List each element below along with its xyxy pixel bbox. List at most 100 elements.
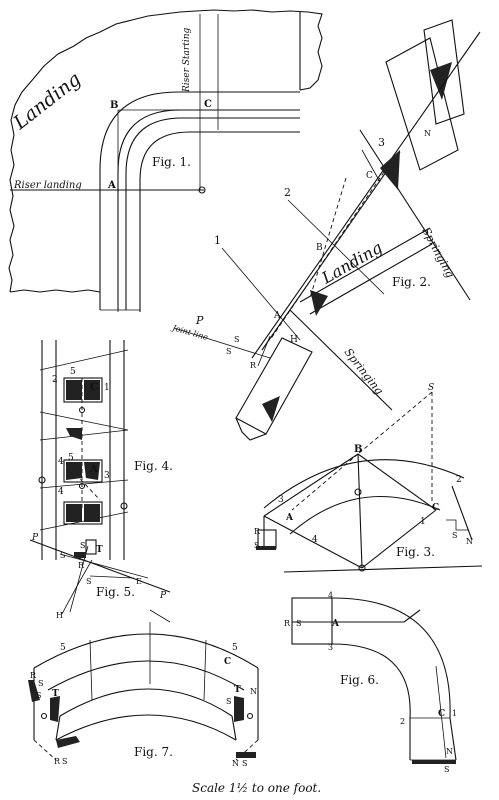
fig3-line-b-down xyxy=(357,453,363,569)
fig6-point-a: A xyxy=(331,619,340,629)
fig7-left-inner xyxy=(55,715,61,741)
fig7-hatch-bl xyxy=(56,736,80,748)
fig7-hatch-mr xyxy=(234,696,244,722)
fig6-plan: R S A 4 3 2 C 1 N S Fig. 6. xyxy=(284,591,457,774)
fig6-left-block xyxy=(291,597,333,645)
fig2-springing-bottom-line xyxy=(289,309,393,411)
fig2-normal-2 xyxy=(287,199,385,295)
fig4-num-4: 4 xyxy=(58,457,64,467)
fig5-point-s3: S xyxy=(86,577,91,586)
fig2-point-s1: S xyxy=(234,335,239,344)
fig3-point-n: N xyxy=(466,537,473,546)
fig3-step-right xyxy=(446,519,468,531)
fig4-hatch-b2 xyxy=(84,504,100,522)
fig3-line-b-left xyxy=(263,453,359,517)
fig3-line-b-right xyxy=(357,453,437,511)
fig3-point-s-right: S xyxy=(452,531,457,540)
fig7-mid-arc xyxy=(47,660,245,691)
fig6-outer-curve xyxy=(331,597,451,719)
fig2-springing-bottom-label: Springing xyxy=(342,346,386,397)
fig3-num-4: 4 xyxy=(312,535,318,545)
fig3-caption: Fig. 3. xyxy=(396,545,435,559)
fig4-hatch-a2 xyxy=(84,462,100,480)
fig4-diag2 xyxy=(39,411,129,431)
fig3-base xyxy=(283,565,483,573)
fig2-springing-top-line xyxy=(359,129,471,301)
fig6-line-sa2 xyxy=(403,609,421,623)
fig4-hatch-c1 xyxy=(66,380,82,400)
fig3-point-a: A xyxy=(285,513,294,523)
fig2-point-c: C xyxy=(366,171,373,181)
fig5-line-pp xyxy=(29,539,171,593)
fig2-springing-top-label: Springing xyxy=(419,225,456,280)
fig6-caption: Fig. 6. xyxy=(340,673,379,687)
fig2-point-b: B xyxy=(316,243,323,253)
fig3-circle-bottom xyxy=(358,564,366,572)
fig2-landing-line2 xyxy=(309,243,433,315)
fig7-num-5-right: 5 xyxy=(232,643,238,653)
fig1-landing-outline xyxy=(8,9,323,293)
fig6-shank-right xyxy=(449,717,457,761)
fig1-point-c: C xyxy=(204,99,212,110)
fig6-num-3: 3 xyxy=(328,643,333,652)
fig5-block xyxy=(85,539,97,555)
fig2-hatch-top xyxy=(430,62,452,100)
fig6-hatch-bottom xyxy=(412,760,456,764)
fig4-num-5b: 5 xyxy=(68,453,74,463)
fig2-hatch-c xyxy=(380,150,400,190)
fig3-hatch-left xyxy=(256,546,276,550)
fig1-caption: Fig. 1. xyxy=(152,155,191,169)
fig7-hatch-ml xyxy=(50,696,60,722)
fig7-point-t-right: T xyxy=(234,685,241,695)
fig4-section: 2 5 C 1 4 5 A 3 4 Fig. 4. xyxy=(38,340,173,560)
fig2-num-3: 3 xyxy=(378,136,385,149)
fig4-num-1: 1 xyxy=(104,383,110,393)
fig5-curve xyxy=(61,559,93,615)
fig5-line-e xyxy=(89,575,135,579)
fig2-point-a: A xyxy=(273,311,281,321)
fig7-point-s-bottom: S xyxy=(62,757,67,766)
fig3-num-3: 3 xyxy=(278,495,284,505)
fig5-line2 xyxy=(59,553,149,579)
fig6-inner-curve xyxy=(331,643,411,719)
fig1-riser-landing-label: Riser landing xyxy=(13,180,82,191)
fig5-point-t: T xyxy=(96,545,103,555)
fig7-bottom-arc xyxy=(55,714,237,741)
fig7-top-arc xyxy=(33,633,259,669)
fig1-rail-mid1 xyxy=(117,109,300,310)
fig7-point-r-top: R xyxy=(30,671,37,680)
fig6-point-r: R xyxy=(284,619,291,628)
fig2-point-n: N xyxy=(424,129,431,138)
fig5-hatch xyxy=(74,552,86,558)
fig4-section-a xyxy=(63,459,103,483)
fig2-point-h: H xyxy=(290,335,298,345)
fig7-hatch-br xyxy=(236,752,256,758)
fig2-num-1: 1 xyxy=(214,234,221,247)
fig3-point-r: R xyxy=(254,527,261,536)
fig3-num-1: 1 xyxy=(420,517,426,527)
fig3-block-left xyxy=(257,529,277,549)
fig7-point-s-right: S xyxy=(226,697,231,706)
fig3-num-2: 2 xyxy=(456,475,462,485)
fig5-point-p-right: P xyxy=(159,591,167,601)
fig2-num-2: 2 xyxy=(284,186,291,199)
fig3-point-s-left: S xyxy=(254,541,259,550)
fig3-dash-top xyxy=(357,391,433,455)
fig4-hatch-a1 xyxy=(66,462,82,480)
fig2-caption: Fig. 2. xyxy=(392,275,431,289)
fig2-point-p: P xyxy=(195,314,204,327)
fig4-section-c xyxy=(63,377,103,403)
fig3-point-s-top: S xyxy=(428,383,434,393)
fig7-dash-left xyxy=(33,739,57,761)
fig2-rail-line xyxy=(251,31,481,359)
fig2-point-s2: S xyxy=(226,347,231,356)
fig4-caption: Fig. 4. xyxy=(134,459,173,473)
fig3-dash-left xyxy=(291,453,359,511)
fig7-div1 xyxy=(89,639,93,701)
fig1-rail-inner xyxy=(139,131,300,312)
fig2-rail-line2 xyxy=(261,151,401,351)
fig4-circle1 xyxy=(78,406,86,414)
fig1-center-point xyxy=(198,186,206,194)
fig6-num-1: 1 xyxy=(452,709,457,718)
